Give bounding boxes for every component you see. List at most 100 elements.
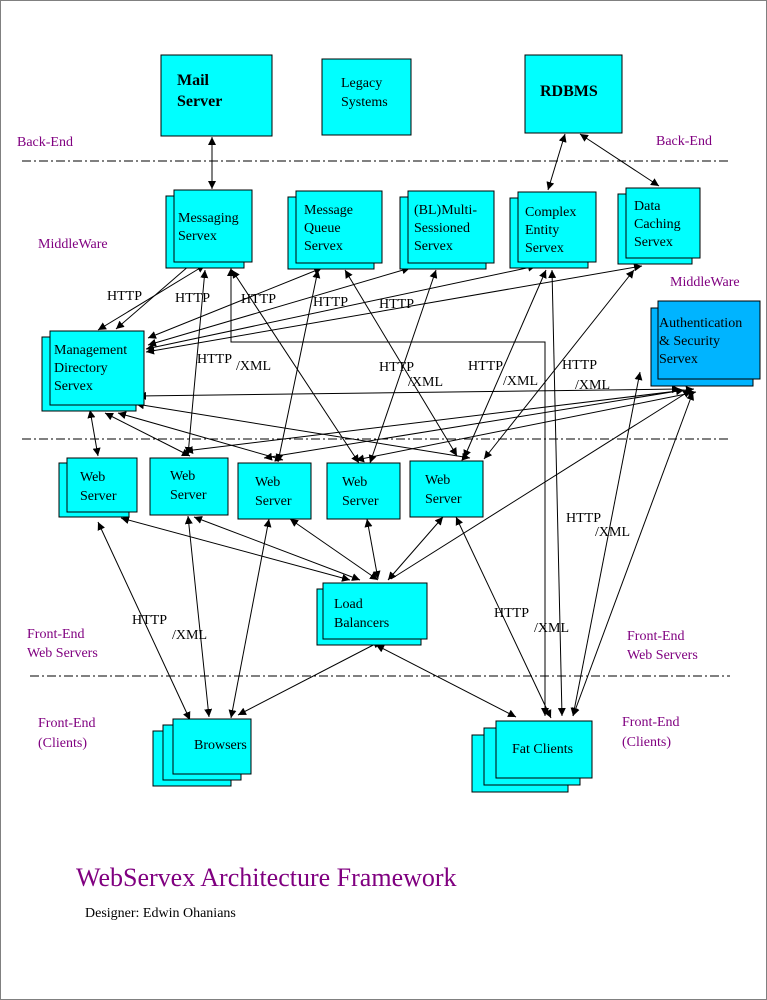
tier-label-frontend-web-right-1: Front-End [627, 629, 685, 644]
connection-arrow [289, 518, 379, 581]
tier-label-backend-right: Back-End [656, 134, 712, 149]
designer-credit: Designer: Edwin Ohanians [85, 906, 236, 921]
protocol-label-http: HTTP [379, 297, 414, 312]
messaging-servex-node: Messaging Servex [165, 189, 253, 269]
data-caching-label-3: Servex [634, 235, 673, 250]
tier-labels: Back-End Back-End MiddleWare MiddleWare … [17, 134, 740, 751]
bl-multi-sessioned-servex-node: (BL)Multi- Sessioned Servex [399, 190, 495, 270]
connection-arrow [263, 387, 685, 461]
web-server-label-2: Server [425, 492, 462, 507]
connection-arrow [483, 269, 635, 460]
tier-label-frontend-web-left-2: Web Servers [27, 646, 98, 661]
tier-label-clients-left-2: (Clients) [38, 736, 87, 751]
authentication-label-2: & Security [659, 334, 720, 349]
message-queue-label-2: Queue [304, 221, 341, 236]
connection-arrow [193, 516, 361, 581]
mail-server-node: Mail Server [160, 54, 273, 137]
tier-label-clients-right-2: (Clients) [622, 735, 671, 750]
messaging-servex-label-2: Servex [178, 229, 217, 244]
rdbms-node: RDBMS [524, 54, 623, 134]
connection-arrow [184, 385, 695, 455]
connection-arrow [275, 269, 321, 463]
connection-arrow [87, 409, 101, 457]
protocol-label-xml: /XML [534, 621, 569, 636]
protocol-label-xml: /XML [408, 375, 443, 390]
fat-clients-node: Fat Clients [471, 720, 593, 793]
management-directory-label-1: Management [54, 343, 127, 358]
web-server-5-node: Web Server [409, 460, 484, 518]
bl-multi-label-3: Servex [414, 239, 453, 254]
connection-arrow [184, 515, 213, 718]
connection-arrow [117, 411, 284, 462]
connection-arrow [104, 412, 191, 457]
management-directory-label-2: Directory [54, 361, 108, 376]
connection-arrow [147, 266, 411, 347]
connection-arrow [120, 516, 351, 582]
legacy-systems-label-1: Legacy [341, 76, 382, 91]
web-server-label-1: Web [80, 470, 105, 485]
fat-clients-label: Fat Clients [512, 742, 573, 757]
protocol-label-http: HTTP [494, 606, 529, 621]
tier-label-backend-left: Back-End [17, 135, 73, 150]
protocol-label-http: HTTP [379, 360, 414, 375]
legacy-systems-label-2: Systems [341, 95, 388, 110]
protocol-label-http: HTTP [566, 511, 601, 526]
message-queue-label-3: Servex [304, 239, 343, 254]
protocol-label-xml: /XML [172, 628, 207, 643]
complex-entity-label-1: Complex [525, 205, 576, 220]
connection-arrow [135, 401, 471, 461]
mail-server-label-2: Server [177, 93, 222, 110]
management-directory-servex-node: Management Directory Servex [41, 330, 145, 412]
management-directory-label-3: Servex [54, 379, 93, 394]
protocol-label-http: HTTP [241, 292, 276, 307]
tier-label-middleware-left: MiddleWare [38, 237, 108, 252]
data-caching-label-2: Caching [634, 217, 681, 232]
web-server-2-node: Web Server [149, 457, 229, 516]
connection-arrow [237, 640, 382, 716]
legacy-systems-node: Legacy Systems [321, 58, 412, 136]
connection-arrow [227, 268, 549, 716]
connection-arrow [387, 516, 444, 581]
data-caching-label-1: Data [634, 199, 661, 214]
load-balancers-label-1: Load [334, 597, 363, 612]
protocol-label-http: HTTP [107, 289, 142, 304]
bl-multi-label-1: (BL)Multi- [414, 203, 477, 218]
tier-label-frontend-web-left-1: Front-End [27, 627, 85, 642]
tier-label-frontend-web-right-2: Web Servers [627, 648, 698, 663]
web-server-label-2: Server [80, 489, 117, 504]
protocol-label-xml: /XML [236, 359, 271, 374]
tier-label-clients-left-1: Front-End [38, 716, 96, 731]
connection-arrow [570, 371, 643, 717]
load-balancers-label-2: Balancers [334, 616, 389, 631]
tier-label-middleware-right: MiddleWare [670, 275, 740, 290]
web-server-label-2: Server [342, 494, 379, 509]
protocol-label-http: HTTP [132, 613, 167, 628]
web-server-label-1: Web [255, 475, 280, 490]
mail-server-label-1: Mail [177, 72, 210, 89]
web-server-label-2: Server [170, 488, 207, 503]
connection-arrow [97, 521, 191, 721]
message-queue-label-1: Message [304, 203, 353, 218]
data-caching-servex-node: Data Caching Servex [617, 187, 701, 265]
connection-arrow [364, 518, 381, 580]
connection-arrow [548, 269, 566, 717]
protocol-label-xml: /XML [503, 374, 538, 389]
web-server-3-node: Web Server [237, 462, 312, 520]
protocol-label-http: HTTP [468, 359, 503, 374]
web-server-label-1: Web [170, 469, 195, 484]
connection-arrow [579, 133, 660, 187]
protocol-label-xml: /XML [575, 378, 610, 393]
diagram-title: WebServex Architecture Framework [76, 863, 457, 892]
browsers-node: Browsers [152, 718, 252, 787]
connection-arrow [546, 133, 567, 191]
complex-entity-servex-node: Complex Entity Servex [509, 191, 597, 269]
authentication-label-3: Servex [659, 352, 698, 367]
authentication-security-servex-node: Authentication & Security Servex [650, 300, 761, 387]
protocol-label-http: HTTP [175, 291, 210, 306]
connection-arrow [572, 391, 694, 717]
protocol-label-http: HTTP [197, 352, 232, 367]
browsers-label: Browsers [194, 738, 247, 753]
connection-arrow [375, 644, 517, 718]
